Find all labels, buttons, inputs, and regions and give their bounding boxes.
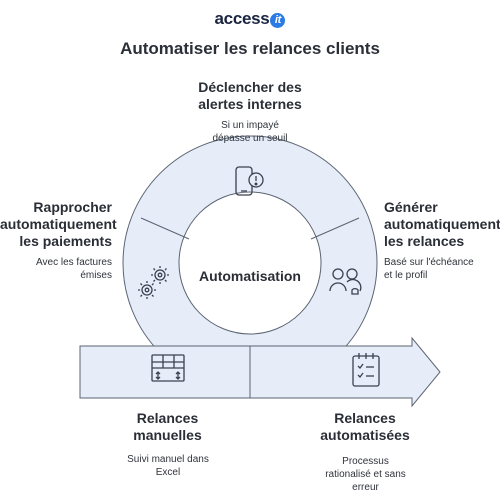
step-bottom-right-title: Relances automatisées: [320, 410, 410, 443]
users-icon: [329, 268, 362, 295]
step-left-desc: Avec les factures émises: [36, 257, 112, 281]
step-bottom-left-title: Relances manuelles: [133, 410, 202, 443]
step-top-desc: Si un impayé dépasse un seuil: [212, 120, 288, 144]
logo-mark: it: [270, 13, 286, 28]
cycle-ring-inner-border: [178, 191, 322, 335]
center-label: Automatisation: [199, 268, 301, 284]
step-bottom-left-desc: Suivi manuel dans Excel: [127, 454, 209, 478]
phone-alert-icon: [235, 166, 264, 196]
logo-text: access: [214, 9, 270, 28]
step-right-title: Générer automatiquement les relances: [384, 199, 500, 249]
segment-divider-left: [140, 217, 190, 240]
progress-arrow: [79, 336, 441, 408]
segment-divider-right: [310, 217, 360, 240]
step-top-title: Déclencher des alertes internes: [198, 79, 302, 112]
checklist-icon: [352, 353, 380, 387]
step-right-desc: Basé sur l'échéance et le profil: [384, 257, 474, 281]
page-title: Automatiser les relances clients: [120, 39, 380, 58]
gears-icon: [138, 266, 169, 299]
spreadsheet-icon: [151, 354, 185, 382]
step-left-title: Rapprocher automatiquement les paiements: [0, 199, 117, 249]
step-bottom-right-desc: Processus rationalisé et sans erreur: [325, 456, 406, 493]
